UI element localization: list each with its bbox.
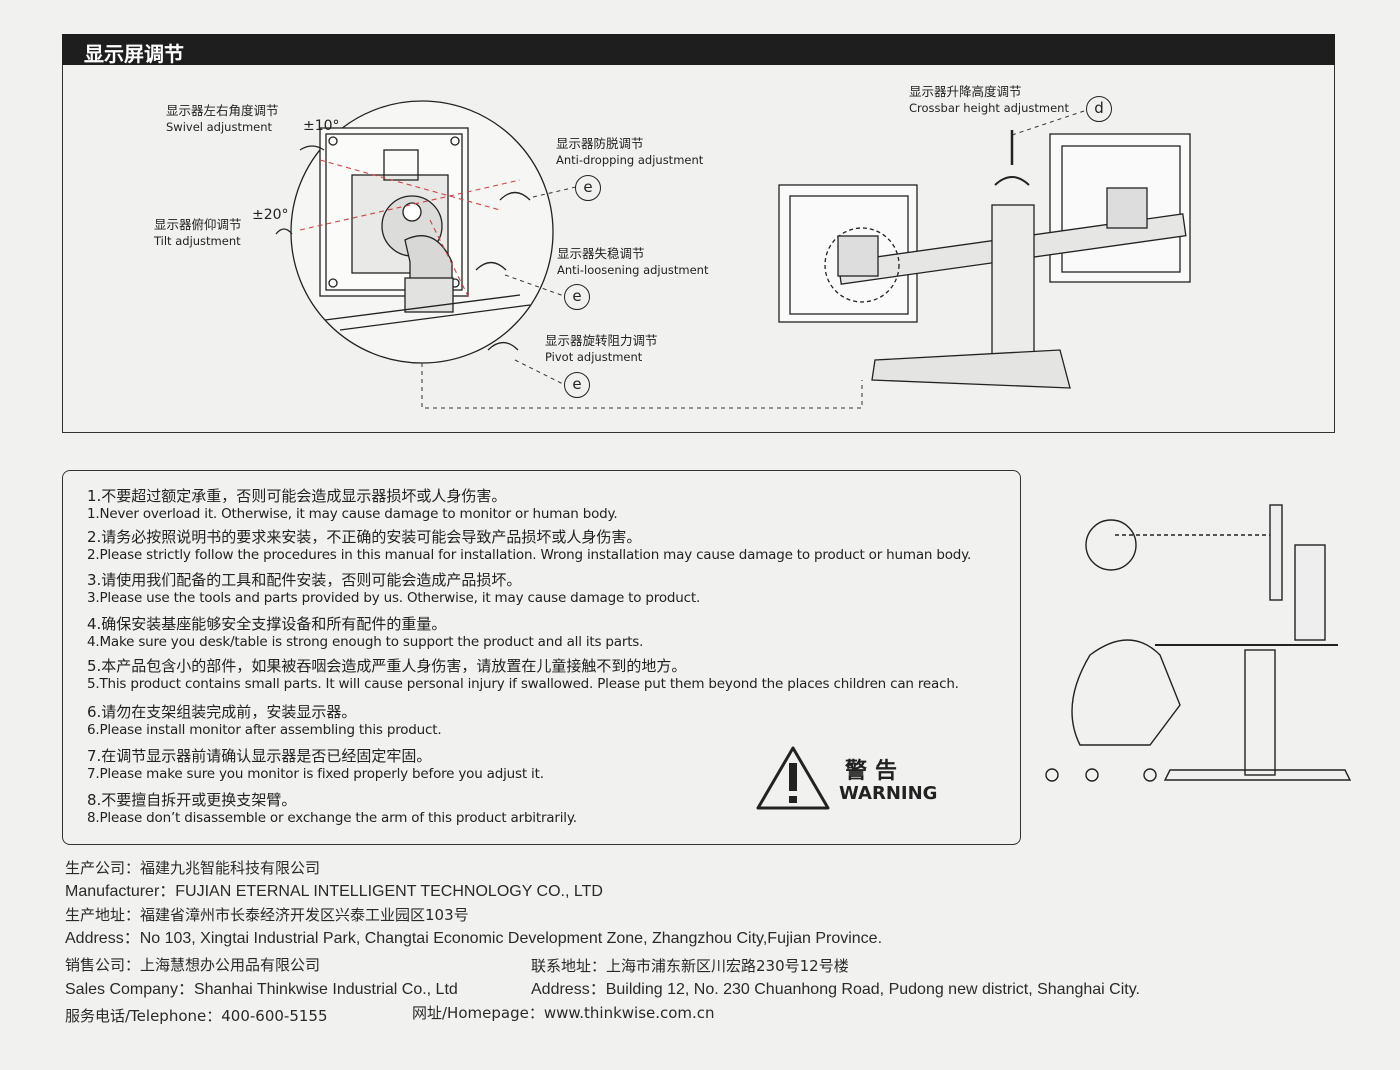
tilt-label-en: Tilt adjustment xyxy=(154,234,241,248)
manufacturer-zh: 生产公司：福建九兆智能科技有限公司 xyxy=(65,859,321,877)
warning-item: 3.请使用我们配备的工具和配件安装，否则可能会造成产品损坏。 3.Please … xyxy=(87,571,700,607)
pole xyxy=(991,204,1035,376)
section-header: 显示屏调节 xyxy=(62,34,1335,66)
marker-e-anti-drop: e xyxy=(575,175,601,201)
telephone: 服务电话/Telephone：400-600-5155 xyxy=(65,1007,328,1025)
anti-loosen-label-en: Anti-loosening adjustment xyxy=(557,263,709,277)
warning-item: 8.不要擅自拆开或更换支架臂。 8.Please don’t disassemb… xyxy=(87,791,577,827)
anti-drop-callout: 显示器防脱调节 Anti-dropping adjustment xyxy=(556,136,703,168)
anti-loosen-callout: 显示器失稳调节 Anti-loosening adjustment xyxy=(557,246,708,278)
tilt-angle: ±20° xyxy=(252,207,289,223)
anti-drop-label-zh: 显示器防脱调节 xyxy=(556,136,644,151)
warning-title-en: WARNING xyxy=(839,783,938,804)
crossbar-label-zh: 显示器升降高度调节 xyxy=(909,84,1022,99)
pivot-label-en: Pivot adjustment xyxy=(545,350,643,364)
swivel-label-en: Swivel adjustment xyxy=(166,120,273,134)
warning-en: 7.Please make sure you monitor is fixed … xyxy=(87,766,544,782)
address-zh: 生产地址：福建省漳州市长泰经济开发区兴泰工业园区103号 xyxy=(65,906,469,924)
warning-box: 1.不要超过额定承重，否则可能会造成显示器损坏或人身伤害。 1.Never ov… xyxy=(62,470,1021,845)
swivel-callout: 显示器左右角度调节 Swivel adjustment xyxy=(166,103,279,135)
sales-company-zh: 销售公司：上海慧想办公用品有限公司 xyxy=(65,956,321,974)
warning-title-zh: 警告 xyxy=(845,759,906,784)
swivel-label-zh: 显示器左右角度调节 xyxy=(166,103,279,118)
address-en: Address：No 103, Xingtai Industrial Park,… xyxy=(65,930,883,947)
warning-zh: 4.确保安装基座能够安全支撑设备和所有配件的重量。 xyxy=(87,615,447,633)
warning-item: 4.确保安装基座能够安全支撑设备和所有配件的重量。 4.Make sure yo… xyxy=(87,615,643,651)
warning-sign: 警告 WARNING xyxy=(755,743,938,813)
warning-zh: 1.不要超过额定承重，否则可能会造成显示器损坏或人身伤害。 xyxy=(87,487,507,505)
pivot-callout: 显示器旋转阻力调节 Pivot adjustment xyxy=(545,333,658,365)
contact-address-zh: 联系地址：上海市浦东新区川宏路230号12号楼 xyxy=(531,957,849,975)
marker-e-anti-loosen: e xyxy=(564,284,590,310)
warning-zh: 7.在调节显示器前请确认显示器是否已经固定牢固。 xyxy=(87,747,432,765)
warning-item: 2.请务必按照说明书的要求来安装，不正确的安装可能会导致产品损坏或人身伤害。 2… xyxy=(87,528,971,564)
seated-person xyxy=(1071,639,1181,746)
homepage-link[interactable]: 网址/Homepage：www.thinkwise.com.cn xyxy=(412,1004,715,1022)
warning-en: 4.Make sure you desk/table is strong eno… xyxy=(87,634,644,650)
anti-loosen-label-zh: 显示器失稳调节 xyxy=(557,246,645,261)
crossbar-label-en: Crossbar height adjustment xyxy=(909,101,1069,115)
warning-zh: 6.请勿在支架组装完成前，安装显示器。 xyxy=(87,703,357,721)
anti-drop-label-en: Anti-dropping adjustment xyxy=(556,153,704,167)
warning-en: 6.Please install monitor after assemblin… xyxy=(87,722,442,738)
warning-item: 6.请勿在支架组装完成前，安装显示器。 6.Please install mon… xyxy=(87,703,442,739)
swivel-angle: ±10° xyxy=(303,118,340,134)
warning-en: 1.Never overload it. Otherwise, it may c… xyxy=(87,506,618,522)
warning-triangle-icon xyxy=(756,746,830,810)
contact-address-en: Address：Building 12, No. 230 Chuanhong R… xyxy=(531,981,1140,998)
tilt-label-zh: 显示器俯仰调节 xyxy=(154,217,242,232)
warning-zh: 5.本产品包含小的部件，如果被吞咽会造成严重人身伤害，请放置在儿童接触不到的地方… xyxy=(87,657,687,675)
warning-en: 3.Please use the tools and parts provide… xyxy=(87,590,701,606)
warning-en: 8.Please don’t disassemble or exchange t… xyxy=(87,810,577,826)
warning-zh: 3.请使用我们配备的工具和配件安装，否则可能会造成产品损坏。 xyxy=(87,571,522,589)
manufacturer-en: Manufacturer：FUJIAN ETERNAL INTELLIGENT … xyxy=(65,883,603,900)
warning-item: 1.不要超过额定承重，否则可能会造成显示器损坏或人身伤害。 1.Never ov… xyxy=(87,487,618,523)
right-monitor xyxy=(1049,133,1191,283)
base xyxy=(871,349,1071,389)
sales-company-en: Sales Company：Shanhai Thinkwise Industri… xyxy=(65,981,458,998)
pivot-label-zh: 显示器旋转阻力调节 xyxy=(545,333,658,348)
diagram-frame xyxy=(62,65,1335,433)
warning-item: 5.本产品包含小的部件，如果被吞咽会造成严重人身伤害，请放置在儿童接触不到的地方… xyxy=(87,657,959,693)
crossbar-callout: 显示器升降高度调节 Crossbar height adjustment xyxy=(909,84,1069,116)
marker-e-pivot: e xyxy=(564,372,590,398)
section-title: 显示屏调节 xyxy=(84,42,184,66)
warning-en: 5.This product contains small parts. It … xyxy=(87,676,959,692)
warning-zh: 8.不要擅自拆开或更换支架臂。 xyxy=(87,791,297,809)
tilt-callout: 显示器俯仰调节 Tilt adjustment xyxy=(154,217,242,249)
marker-d-crossbar: d xyxy=(1086,96,1112,122)
warning-zh: 2.请务必按照说明书的要求来安装，不正确的安装可能会导致产品损坏或人身伤害。 xyxy=(87,528,642,546)
warning-en: 2.Please strictly follow the procedures … xyxy=(87,547,972,563)
warning-item: 7.在调节显示器前请确认显示器是否已经固定牢固。 7.Please make s… xyxy=(87,747,544,783)
